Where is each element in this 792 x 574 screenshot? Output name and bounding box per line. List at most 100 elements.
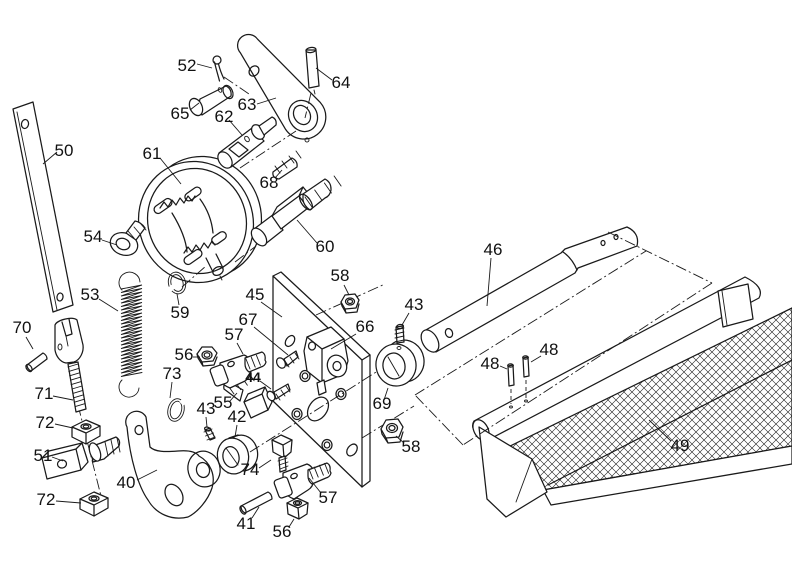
part-label-70: 70 [13,318,34,350]
part-49-table-bar [472,276,792,518]
part-label-40: 40 [117,469,158,492]
label-text: 64 [332,73,351,92]
part-label-68: 68 [260,169,283,192]
part-48-pin-right [522,355,530,403]
part-46-handle-tube [420,226,639,353]
part-label-53: 53 [81,285,119,312]
label-text: 50 [55,141,74,160]
part-label-42: 42 [228,407,247,438]
part-label-73: 73 [163,364,182,399]
part-label-72-upper: 72 [36,413,74,432]
label-text: 54 [84,227,103,246]
part-label-51: 51 [34,446,64,465]
part-42-collar [216,434,259,475]
part-label-48-right: 48 [530,340,559,363]
part-72-square-nut-lower [79,491,109,517]
label-text: 65 [171,104,190,123]
label-text: 62 [215,107,234,126]
part-label-66: 66 [330,317,375,350]
label-text: 45 [246,285,265,304]
part-64-pin [305,46,320,95]
label-text: 55 [214,393,233,412]
part-label-71: 71 [35,384,74,403]
part-43-set-screw-right [394,323,405,344]
part-label-49: 49 [648,419,690,455]
label-text: 57 [225,325,244,344]
part-52-cotter-pin [212,55,225,82]
part-57-barrel-bolt-upper [209,351,267,389]
part-43-set-screw-left [203,426,216,441]
part-44-screw-small [266,383,291,402]
part-70-pin [25,352,48,373]
label-text: 49 [671,436,690,455]
label-text: 71 [35,384,54,403]
part-label-57-lower: 57 [308,477,338,507]
part-40-lever-arm [125,410,221,519]
part-label-69: 69 [373,387,392,413]
part-41-pin-short [239,491,273,515]
label-text: 52 [178,56,197,75]
part-label-65: 65 [171,102,200,123]
label-text: 73 [163,364,182,383]
part-label-44: 44 [245,369,272,390]
label-text: 57 [319,488,338,507]
part-label-54: 54 [84,227,118,246]
label-text: 43 [197,399,216,418]
label-text: 69 [373,394,392,413]
part-54-eye-bolt [109,220,147,257]
part-50-flat-link-bar [12,101,74,313]
part-label-48-left: 48 [481,354,508,373]
label-text: 72 [37,490,56,509]
part-label-62: 62 [215,107,243,136]
part-label-56-lower: 56 [273,518,295,541]
part-56-square-nut-lower [286,497,309,520]
part-69-shaft-collar [375,339,425,387]
part-74-square-head-bolt-vertical [271,434,293,473]
label-text: 48 [481,354,500,373]
part-73-snap-ring-small [167,398,187,422]
label-text: 63 [238,95,257,114]
label-text: 56 [273,522,292,541]
part-71-clevis-rod [54,317,87,413]
label-text: 67 [239,310,258,329]
part-label-58-upper: 58 [331,266,349,296]
part-label-56-upper: 56 [175,345,200,364]
part-48-pin-left [507,363,515,409]
part-label-50: 50 [42,141,74,165]
part-label-57-upper: 57 [225,325,244,355]
part-58-hex-nut-lower-right [380,418,404,444]
label-text: 61 [143,144,162,163]
label-text: 51 [34,446,53,465]
part-label-43-left: 43 [197,399,216,428]
label-text: 70 [13,318,32,337]
label-text: 72 [36,413,55,432]
part-label-74: 74 [241,459,272,479]
label-text: 53 [81,285,100,304]
part-label-58-lower: 58 [395,435,420,456]
part-label-67: 67 [239,310,289,356]
part-label-55: 55 [214,392,238,412]
part-label-60: 60 [296,219,335,256]
part-62-sleeve [217,116,277,169]
part-label-72-lower: 72 [37,490,82,509]
part-label-59: 59 [171,293,189,322]
part-59-snap-ring [167,271,187,295]
part-label-52: 52 [178,56,213,75]
label-text: 68 [260,173,279,192]
label-text: 46 [484,240,503,259]
part-61-brake-band-drum [137,155,263,284]
part-labels: 50 52 65 63 62 64 68 61 54 53 59 70 71 7… [13,56,690,541]
label-text: 60 [316,237,335,256]
label-text: 42 [228,407,247,426]
part-label-43-right: 43 [401,295,424,326]
label-text: 48 [540,340,559,359]
part-57-barrel-bolt-lower [273,462,332,500]
part-label-63: 63 [238,95,277,114]
label-text: 66 [356,317,375,336]
label-text: 40 [117,473,136,492]
part-label-46: 46 [484,240,503,307]
part-51-square-head-pin [41,436,121,480]
label-text: 43 [405,295,424,314]
